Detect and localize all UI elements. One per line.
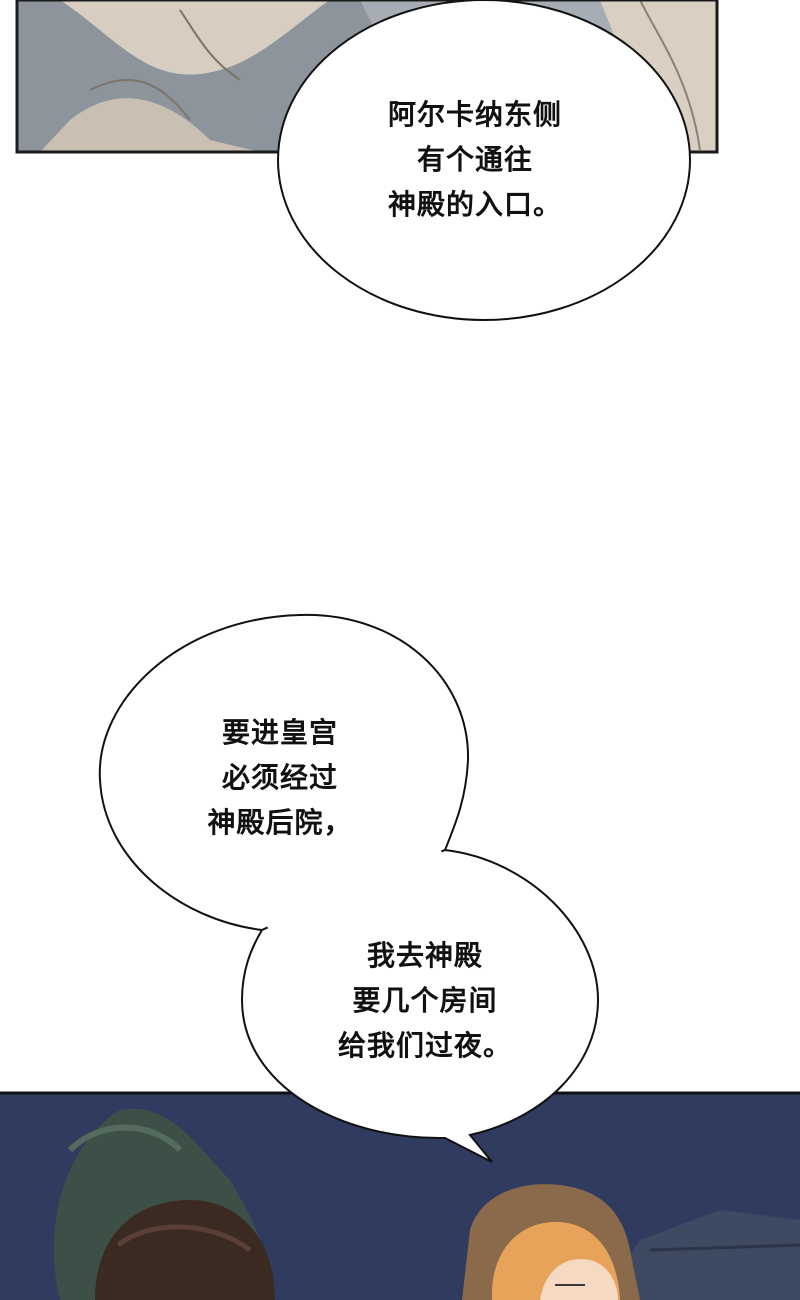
speech-bubble-3 bbox=[240, 848, 600, 1163]
bubble-3-text: 我去神殿 要几个房间 给我们过夜。 bbox=[300, 933, 550, 1068]
bubble-3-line-2: 要几个房间 bbox=[352, 984, 498, 1017]
bubble-2-text: 要进皇宫 必须经过 神殿后院， bbox=[180, 710, 380, 845]
bubble-1-line-1: 阿尔卡纳东侧 bbox=[387, 98, 562, 131]
bubble-3-line-1: 我去神殿 bbox=[366, 939, 483, 972]
bubble-2-line-1: 要进皇宫 bbox=[221, 716, 338, 749]
bubble-2-line-3: 神殿后院， bbox=[207, 806, 353, 839]
bubble-1-line-2: 有个通往 bbox=[416, 143, 533, 176]
bubble-1-text: 阿尔卡纳东侧 有个通往 神殿的入口。 bbox=[340, 92, 610, 227]
bubble-2-line-2: 必须经过 bbox=[221, 761, 338, 794]
speech-bubble-1 bbox=[277, 0, 691, 321]
bubble-1-line-3: 神殿的入口。 bbox=[387, 188, 562, 221]
bubble-3-line-3: 给我们过夜。 bbox=[337, 1029, 512, 1062]
speech-bubble-2 bbox=[98, 613, 470, 932]
